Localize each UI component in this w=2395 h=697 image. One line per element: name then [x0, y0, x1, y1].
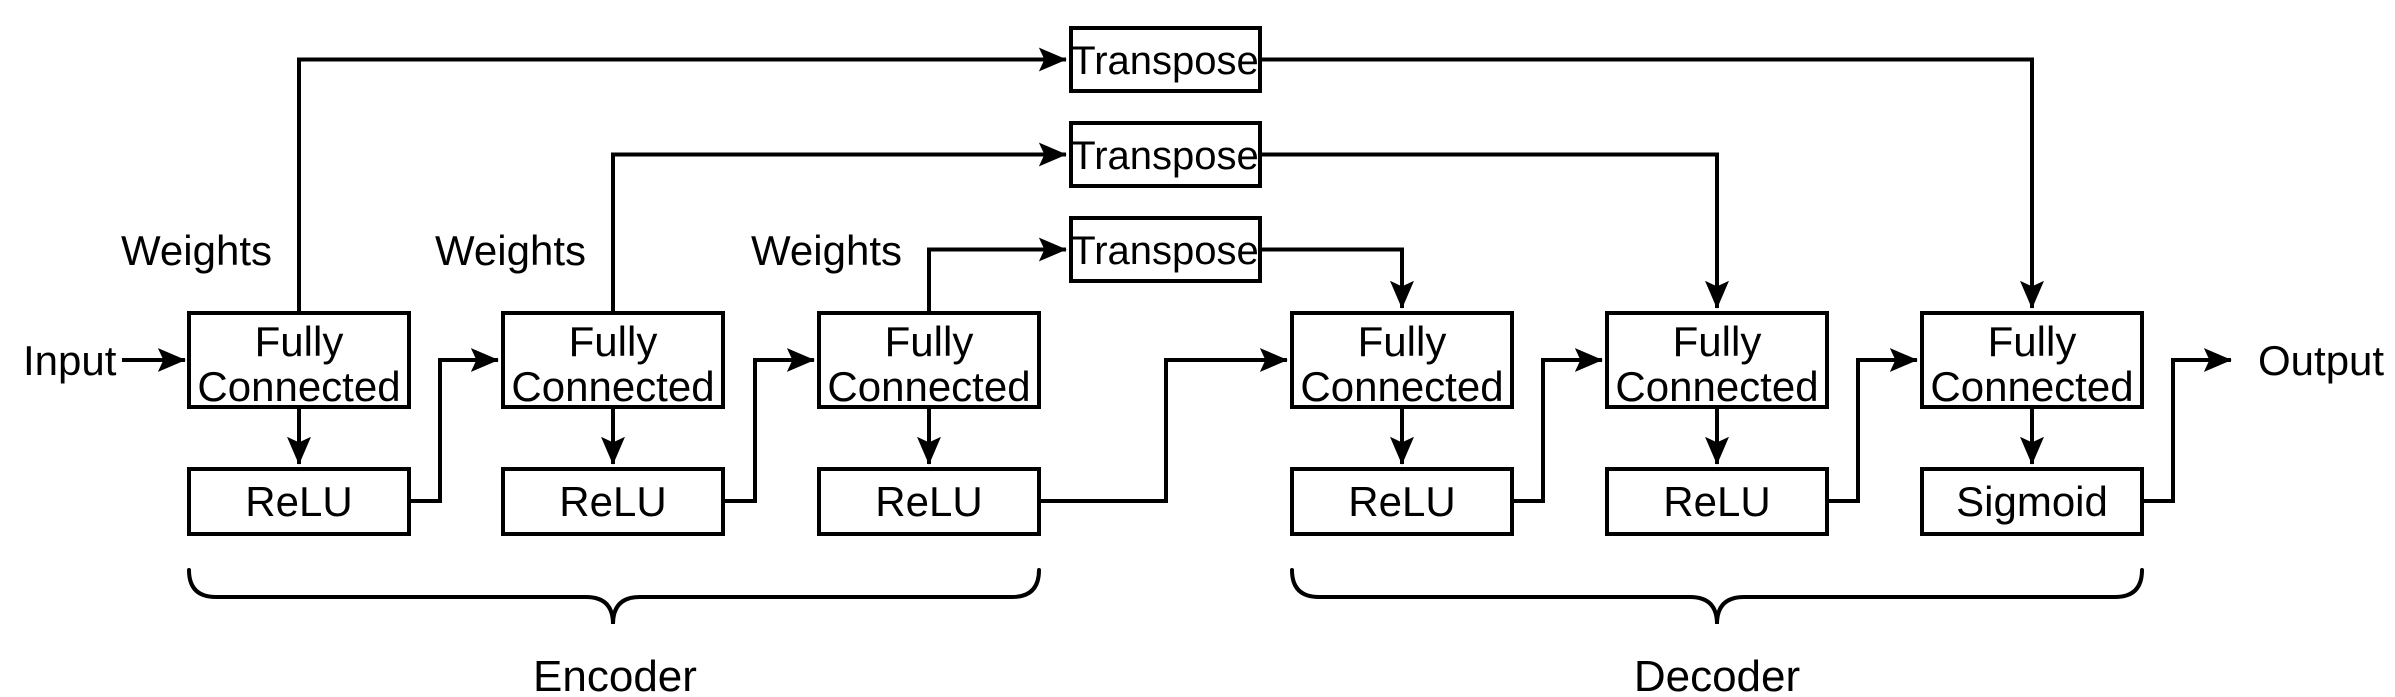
relu-block-4-label: ReLU — [1348, 478, 1455, 525]
relu-block-5 — [1605, 467, 1829, 536]
weights-edge-2 — [611, 142, 1067, 313]
weights-label-1: Weights — [121, 227, 272, 274]
fc-block-6 — [1920, 311, 2144, 409]
relu2-to-fc3-edge — [723, 348, 815, 503]
weights-edge-3 — [927, 237, 1067, 313]
encoder-label: Encoder — [533, 652, 697, 697]
weights-edge-1 — [297, 47, 1067, 313]
relu-block-2-label: ReLU — [559, 478, 666, 525]
decoder-brace — [1290, 568, 2144, 625]
weights-label-3: Weights — [751, 227, 902, 274]
transpose-out-edge-1 — [1260, 57, 2044, 309]
relu-block-4 — [1290, 467, 1514, 536]
input-label: Input — [23, 337, 117, 384]
transpose-block-3-label: Transpose — [1071, 229, 1259, 273]
relu-block-3-label: ReLU — [875, 478, 982, 525]
sigmoid-block — [1920, 467, 2144, 536]
transpose-block-1-label: Transpose — [1071, 39, 1259, 83]
transpose-out-edge-3 — [1260, 247, 1414, 309]
relu1-to-fc2-edge — [409, 348, 499, 503]
transpose-out-edge-2 — [1260, 152, 1729, 309]
sigmoid-block-label: Sigmoid — [1956, 478, 2108, 525]
weights-label-2: Weights — [435, 227, 586, 274]
transpose-block-2-label: Transpose — [1071, 134, 1259, 178]
fc-block-2 — [501, 311, 725, 409]
relu5-to-fc6-edge — [1827, 348, 1918, 503]
relu-block-1 — [187, 467, 411, 536]
output-label: Output — [2258, 337, 2384, 384]
relu-block-1-label: ReLU — [245, 478, 352, 525]
relu-block-3 — [817, 467, 1041, 536]
relu3-to-fc4-edge — [1039, 348, 1288, 503]
sigmoid-to-output-edge — [2142, 348, 2232, 503]
transpose-block-1 — [1069, 26, 1262, 93]
decoder-label: Decoder — [1634, 652, 1800, 697]
relu-block-5-label: ReLU — [1663, 478, 1770, 525]
fc-block-3 — [817, 311, 1041, 409]
transpose-block-2 — [1069, 121, 1262, 188]
fc-block-1 — [187, 311, 411, 409]
fc-block-5 — [1605, 311, 1829, 409]
encoder-brace — [187, 568, 1041, 625]
relu4-to-fc5-edge — [1512, 348, 1603, 503]
relu-block-2 — [501, 467, 725, 536]
fc-block-4 — [1290, 311, 1514, 409]
transpose-block-3 — [1069, 216, 1262, 283]
